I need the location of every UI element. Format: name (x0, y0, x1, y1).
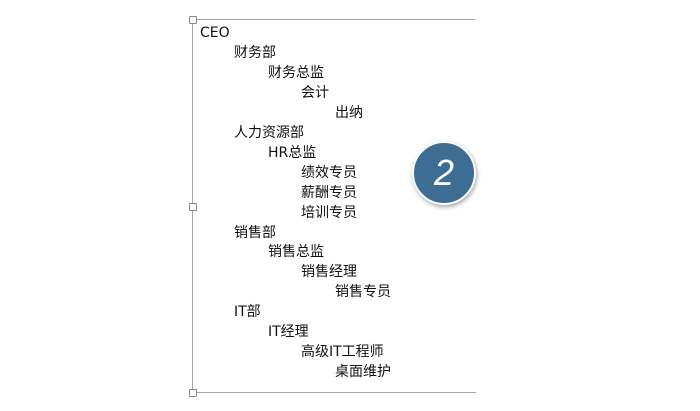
outline-item[interactable]: 财务部 (234, 44, 276, 61)
outline-item[interactable]: 销售部 (234, 224, 276, 241)
outline-item[interactable]: 培训专员 (301, 204, 357, 221)
outline-item[interactable]: 绩效专员 (301, 164, 357, 181)
outline-item[interactable]: HR总监 (268, 144, 317, 161)
outline-item[interactable]: 出纳 (335, 104, 363, 121)
outline-item[interactable]: 薪酬专员 (301, 184, 357, 201)
outline-item[interactable]: IT部 (234, 304, 261, 321)
outline-item[interactable]: 财务总监 (268, 64, 324, 81)
resize-handle-bottom[interactable] (189, 389, 197, 397)
outline-item[interactable]: 桌面维护 (335, 364, 391, 381)
outline-item[interactable]: 高级IT工程师 (301, 344, 384, 361)
outline-item[interactable]: 人力资源部 (234, 124, 304, 141)
resize-handle-top[interactable] (189, 16, 197, 24)
outline-item[interactable]: 销售专员 (335, 284, 391, 301)
outline-item[interactable]: IT经理 (268, 324, 309, 341)
outline-item[interactable]: 会计 (301, 84, 329, 101)
text-pane-border-top (192, 19, 476, 20)
step-badge: 2 (412, 141, 476, 205)
outline-item[interactable]: CEO (200, 25, 230, 41)
text-pane-border-bottom (192, 392, 476, 393)
outline-item[interactable]: 销售总监 (268, 244, 324, 261)
resize-handle-middle[interactable] (189, 203, 197, 211)
outline-item[interactable]: 销售经理 (301, 264, 357, 281)
